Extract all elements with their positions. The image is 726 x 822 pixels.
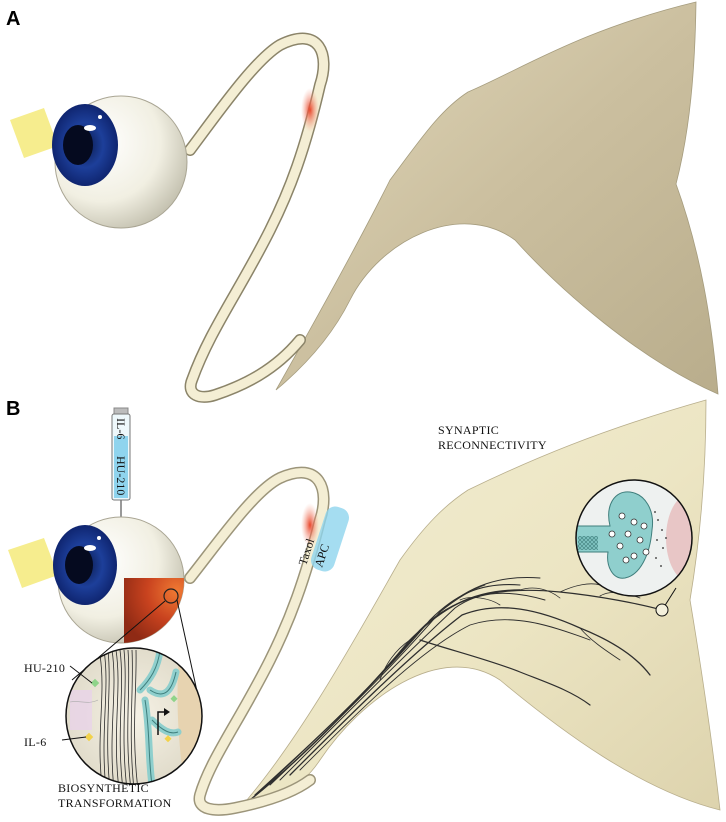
pointer-hu210 [69, 665, 93, 684]
label-biosynthetic-line2: TRANSFORMATION [58, 796, 172, 810]
syringe: IL-6 HU-210 [111, 407, 131, 518]
drug-depot [310, 506, 350, 572]
retina-fibers [99, 649, 139, 784]
synapse-zoom-marker [655, 603, 669, 617]
optic-nerve-b [185, 468, 329, 815]
panel-letter-b: B [6, 398, 20, 420]
syringe-fluid [114, 436, 128, 498]
nerve-lesion-b [301, 503, 319, 547]
retina-cutaway [124, 578, 184, 643]
synapse-zoom-line [663, 587, 677, 608]
pupil-b [65, 546, 93, 584]
eye-highlight-small-b [97, 536, 101, 540]
optic-nerve-a [185, 34, 329, 402]
light-beam-a [10, 108, 58, 158]
retina-magnified-circle [65, 647, 203, 785]
eye-highlight-b [84, 545, 96, 551]
terminal-mesh [578, 536, 598, 550]
drug-label-apc: APC [312, 542, 333, 569]
label-synaptic-line1: SYNAPTIC [438, 423, 499, 437]
label-synaptic-line2: RECONNECTIVITY [438, 438, 547, 452]
postsynaptic-target [666, 494, 692, 582]
growth-arrow [157, 711, 166, 735]
ganglion-cell-outline [139, 649, 179, 784]
retina-zoom-marker [163, 588, 179, 604]
neurotransmitters [654, 511, 667, 567]
panel-letter-a: A [6, 8, 20, 30]
light-beam-b [8, 538, 58, 588]
label-hu210: HU-210 [24, 661, 65, 675]
pointer-il6 [61, 736, 87, 741]
pupil-a [63, 125, 93, 165]
syringe-label-il6: IL-6 [114, 418, 128, 439]
label-il6: IL-6 [24, 735, 47, 749]
eye-highlight-small-a [98, 115, 102, 119]
synaptic-vesicles [608, 512, 650, 564]
brain-a [275, 1, 719, 395]
synapse-magnified-circle [575, 479, 693, 597]
label-biosynthetic-line1: BIOSYNTHETIC [58, 781, 149, 795]
nerve-lesion-a [301, 88, 319, 132]
syringe-label-hu210: HU-210 [114, 456, 128, 495]
regenerating-axons [249, 577, 663, 801]
eye-highlight-a [84, 125, 96, 131]
